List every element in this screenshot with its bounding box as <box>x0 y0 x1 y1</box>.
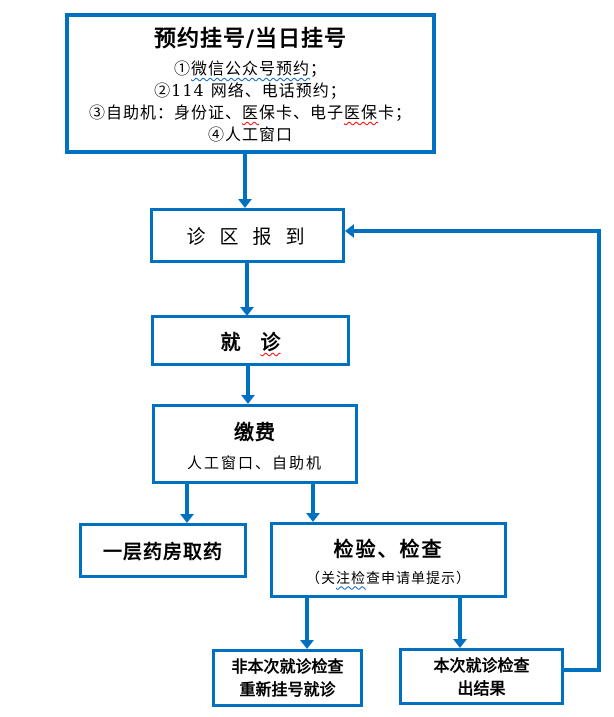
exam-subtitle: （关注检查申请单提示） <box>306 570 471 587</box>
visit-box: 就诊 <box>151 315 350 366</box>
payment-title: 缴费 <box>234 419 276 444</box>
arrow-payment-exam-shaft <box>311 484 315 513</box>
arrow-register-checkin-head <box>238 199 252 208</box>
exam-title: 检验、检查 <box>333 536 444 561</box>
result-line-1: 本次就诊检查 <box>433 655 530 675</box>
arrow-payment-exam-head <box>306 513 320 522</box>
checkin-box: 诊 区 报 到 <box>150 208 345 263</box>
pharmacy-label: 一层药房取药 <box>102 541 223 563</box>
arrow-exam-result-head <box>453 639 467 648</box>
feedback-line-bottom-segment <box>564 668 599 672</box>
register-box: 预约挂号/当日挂号 ①微信公众号预约； ②114 网络、电话预约； ③自助机：身… <box>65 13 436 154</box>
pharmacy-box: 一层药房取药 <box>79 523 247 578</box>
result-box: 本次就诊检查 出结果 <box>399 648 564 705</box>
arrow-exam-result-shaft <box>458 598 462 639</box>
register-line-2: ②114 网络、电话预约； <box>154 81 347 100</box>
payment-box: 缴费 人工窗口、自助机 <box>152 404 358 484</box>
spellcheck-wavy-red: 医 <box>241 103 259 122</box>
register-title: 预约挂号/当日挂号 <box>153 26 348 52</box>
register-line-3: ③自助机：身份证、医保卡、电子医保卡； <box>88 103 413 122</box>
feedback-line-vertical-segment <box>597 229 601 672</box>
arrow-exam-reexam-head <box>300 640 314 649</box>
spellcheck-wavy-red: 医保 <box>344 103 379 122</box>
reexam-box: 非本次就诊检查 重新挂号就诊 <box>212 649 363 707</box>
reexam-line-1: 非本次就诊检查 <box>231 657 344 676</box>
payment-subtitle: 人工窗口、自助机 <box>186 453 323 472</box>
reexam-line-2: 重新挂号就诊 <box>239 680 336 699</box>
arrow-checkin-visit-head <box>240 307 254 316</box>
spellcheck-wavy-blue: 微信公众号预约 <box>190 59 310 78</box>
arrow-exam-reexam-shaft <box>305 598 309 640</box>
arrow-visit-payment-shaft <box>246 366 250 395</box>
arrow-payment-pharmacy-head <box>180 514 194 523</box>
register-line-4: ④人工窗口 <box>207 125 293 144</box>
arrow-payment-pharmacy-shaft <box>185 484 189 514</box>
exam-box: 检验、检查 （关注检查申请单提示） <box>270 522 507 598</box>
checkin-label: 诊 区 报 到 <box>186 226 309 248</box>
spellcheck-wavy-red: 诊 <box>260 330 281 354</box>
arrow-visit-payment-head <box>241 395 255 404</box>
feedback-line-top-segment <box>354 229 599 233</box>
arrow-checkin-visit-shaft <box>245 263 249 307</box>
feedback-line-arrow-head <box>345 224 354 238</box>
spellcheck-wavy-blue: 注检 <box>336 570 366 587</box>
arrow-register-checkin-shaft <box>243 154 247 199</box>
register-line-1: ①微信公众号预约； <box>173 59 328 78</box>
result-line-2: 出结果 <box>457 678 506 698</box>
visit-label: 就诊 <box>220 330 281 354</box>
